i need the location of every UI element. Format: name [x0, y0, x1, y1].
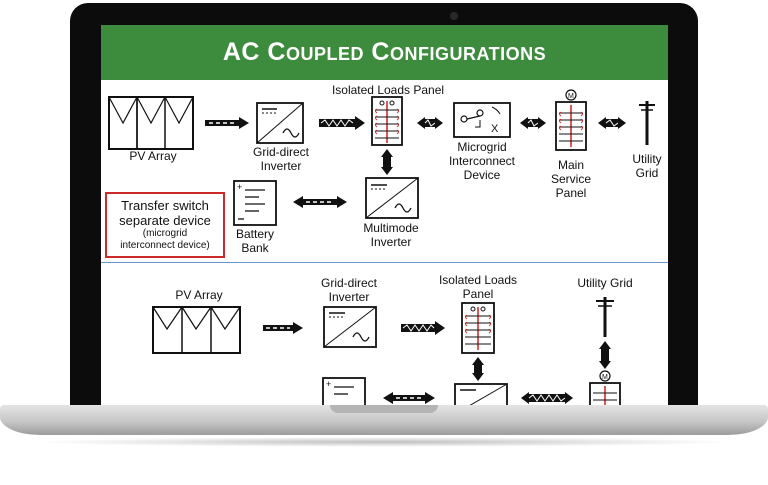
section-divider	[101, 262, 668, 263]
label-line: Utility	[632, 152, 662, 166]
isolated-loads-panel-label: Isolated Loads Panel	[331, 83, 445, 97]
ac-arrow-icon	[598, 117, 626, 129]
label-line: Isolated Loads	[438, 273, 518, 287]
ac-arrow-icon	[472, 357, 484, 381]
inverter-icon	[256, 102, 304, 144]
microgrid-device-icon: X	[453, 102, 511, 138]
battery-bank-label: Battery Bank	[225, 227, 285, 255]
label-line: Service	[550, 172, 591, 186]
pv-array-icon	[152, 306, 241, 354]
ac-arrow-icon	[381, 149, 393, 175]
ac-arrow-icon	[520, 117, 546, 129]
utility-grid-label: Utility Grid	[577, 276, 633, 290]
title-bar: AC Coupled Configurations	[101, 25, 668, 80]
slide-title: AC Coupled Configurations	[222, 38, 547, 66]
pv-array-label: PV Array	[129, 149, 177, 163]
label-line: Grid	[635, 166, 659, 180]
svg-text:M: M	[602, 374, 608, 381]
grid-direct-inverter-label: Grid-direct Inverter	[241, 145, 321, 173]
multimode-inverter-icon	[454, 383, 508, 407]
label-line: Panel	[462, 287, 494, 301]
laptop-notch	[330, 405, 438, 413]
isolated-loads-panel-icon	[461, 302, 495, 354]
label-line: Bank	[241, 241, 269, 255]
label-line: Inverter	[328, 290, 370, 304]
label-line: Device	[463, 168, 501, 182]
dc-arrow-icon	[263, 322, 303, 334]
note-line: (microgrid	[142, 228, 188, 239]
main-service-panel-icon: M	[555, 89, 587, 151]
utility-pole-icon	[596, 297, 614, 337]
ac-arrow-icon	[417, 117, 443, 129]
pv-array-label: PV Array	[175, 288, 223, 302]
label-line: Inverter	[370, 235, 412, 249]
utility-grid-label: Utility Grid	[621, 152, 668, 180]
label-line: Inverter	[260, 159, 302, 173]
laptop-shadow	[30, 437, 738, 447]
note-line: Transfer switch	[121, 198, 209, 213]
label-line: Microgrid	[457, 140, 507, 154]
isolated-loads-panel-label: Isolated Loads Panel	[431, 273, 525, 301]
label-line: Main	[557, 158, 584, 172]
grid-direct-inverter-label: Grid-direct Inverter	[309, 276, 389, 304]
camera-icon	[450, 12, 458, 20]
svg-text:+: +	[326, 379, 331, 389]
dc-arrow-icon	[205, 117, 249, 129]
slide-screen: AC Coupled Configurations	[101, 25, 668, 407]
battery-icon: +	[322, 377, 366, 407]
multimode-inverter-label: Multimode Inverter	[351, 221, 431, 249]
svg-text:X: X	[491, 123, 499, 135]
svg-text:+: +	[237, 182, 242, 192]
label-line: Grid-direct	[320, 276, 377, 290]
utility-pole-icon	[639, 101, 655, 145]
ac-arrow-icon	[599, 341, 611, 369]
label-line: Interconnect	[448, 154, 516, 168]
label-line: Panel	[555, 186, 587, 200]
dc-arrow-icon	[293, 196, 347, 208]
note-line: separate device	[119, 213, 211, 228]
main-service-panel-label: Main Service Panel	[541, 158, 601, 200]
ac-arrow-icon	[319, 116, 365, 130]
microgrid-device-label: Microgrid Interconnect Device	[437, 140, 527, 182]
ac-arrow-icon	[401, 321, 445, 335]
battery-icon: +	[233, 180, 277, 226]
svg-text:M: M	[568, 93, 574, 100]
inverter-icon	[323, 306, 377, 348]
label-line: Multimode	[363, 221, 419, 235]
label-line: Grid-direct	[252, 145, 309, 159]
label-line: Battery	[235, 227, 274, 241]
transfer-switch-note: Transfer switch separate device (microgr…	[105, 192, 225, 258]
ac-arrow-icon	[521, 392, 573, 404]
multimode-inverter-icon	[365, 177, 419, 219]
main-service-panel-icon: M	[589, 370, 621, 407]
pv-array-icon	[108, 96, 194, 150]
note-line: interconnect device)	[120, 240, 210, 251]
dc-arrow-icon	[383, 392, 435, 404]
isolated-loads-panel-icon	[371, 96, 403, 146]
diagram-art: X M	[108, 89, 655, 407]
